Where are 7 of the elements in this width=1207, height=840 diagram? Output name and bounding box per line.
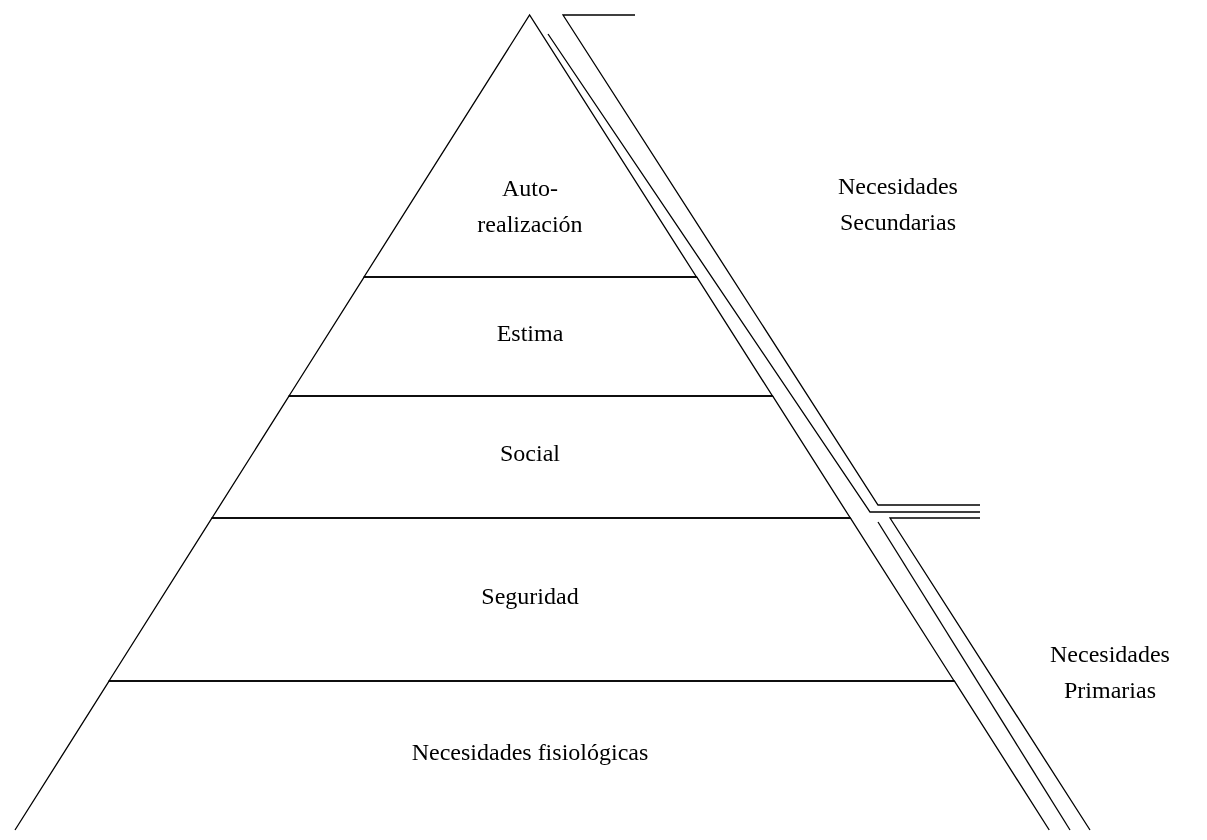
- tier-label: Seguridad: [480, 581, 580, 611]
- tier-label: Social: [499, 439, 561, 468]
- tier-label: Necesidades fisiológicas: [410, 737, 650, 767]
- bracket-label: Necesidades Secundarias: [837, 172, 959, 237]
- tier-label: Estima: [495, 318, 565, 348]
- tier-label: Auto-realización: [476, 174, 584, 239]
- bracket-label: Necesidades Primarias: [1049, 640, 1171, 705]
